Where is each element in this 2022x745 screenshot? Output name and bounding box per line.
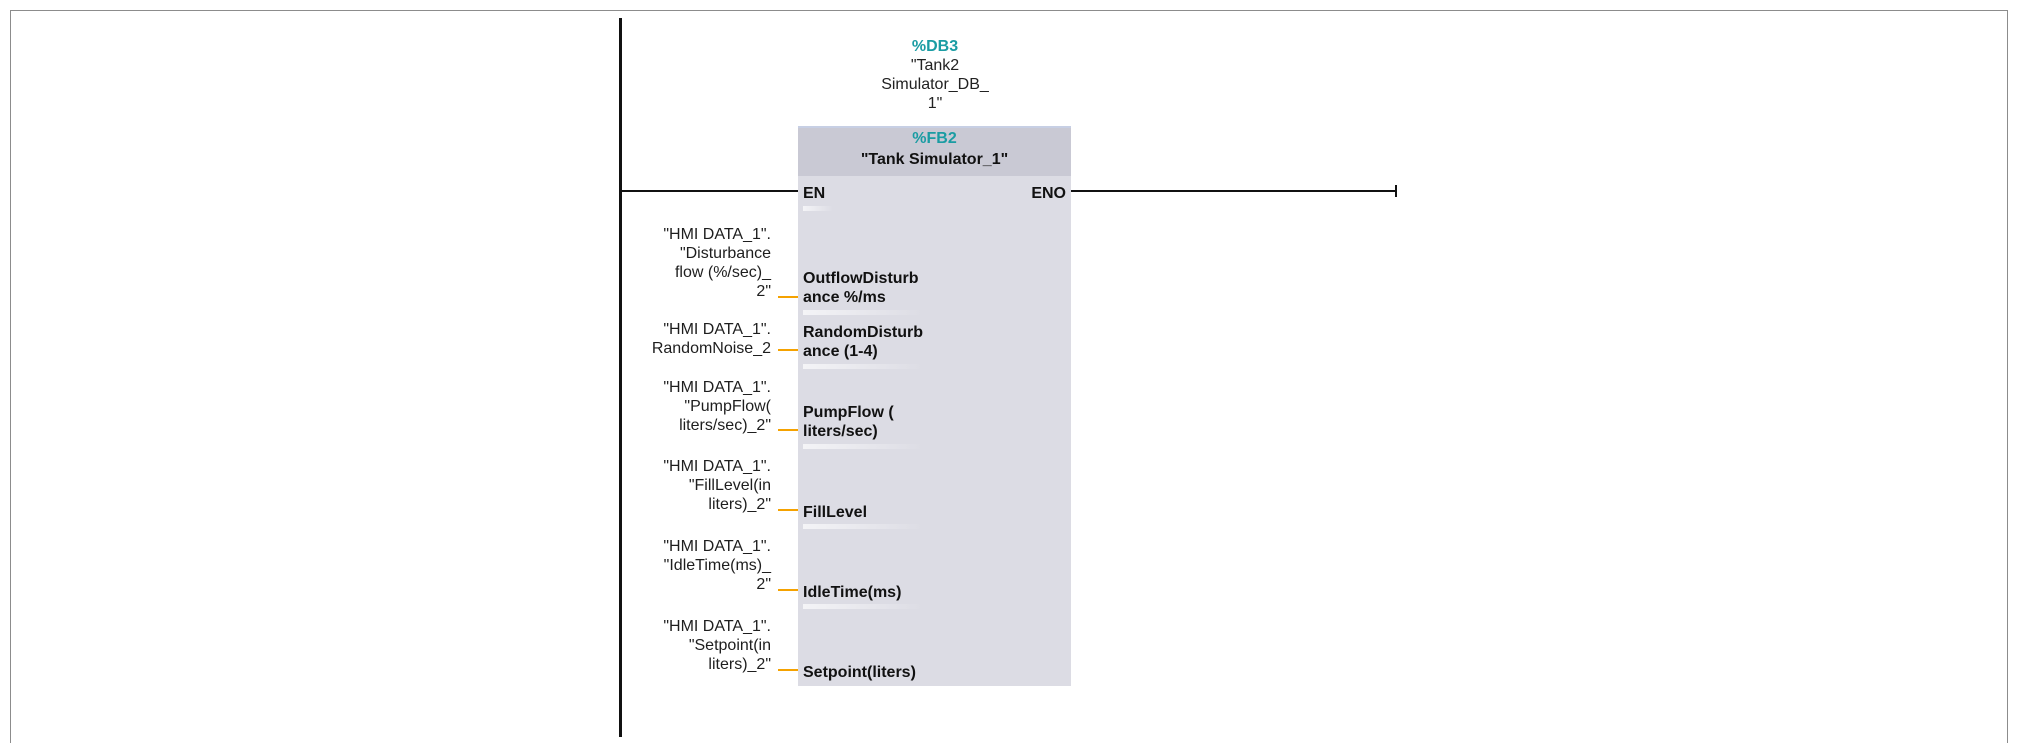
- pin-label-line: IdleTime(ms): [803, 584, 902, 601]
- operand-line: liters)_2": [708, 496, 771, 513]
- operand-line: "PumpFlow(: [684, 398, 771, 415]
- eno-pin[interactable]: ENO: [1031, 185, 1066, 202]
- input-wire-stub: [778, 349, 798, 351]
- input-pin-setpoint[interactable]: Setpoint(liters): [803, 663, 943, 682]
- operand-line: "HMI DATA_1".: [663, 538, 771, 555]
- input-pin-pump-flow[interactable]: PumpFlow ( liters/sec): [803, 403, 943, 441]
- operand-line: "HMI DATA_1".: [663, 321, 771, 338]
- input-wire-stub: [778, 429, 798, 431]
- operand-line: "Setpoint(in: [688, 637, 771, 654]
- input-pin-fill-level[interactable]: FillLevel: [803, 503, 943, 522]
- operand-line: "HMI DATA_1".: [663, 618, 771, 635]
- input-wire-stub: [778, 296, 798, 298]
- pin-label-line: liters/sec): [803, 423, 878, 440]
- input-wire-stub: [778, 669, 798, 671]
- power-rail: [619, 18, 622, 737]
- network-frame: [10, 10, 2008, 743]
- operand-idle-time[interactable]: "HMI DATA_1". "IdleTime(ms)_ 2": [663, 537, 771, 594]
- instance-db-label[interactable]: %DB3 "Tank2 Simulator_DB_ 1": [855, 37, 1015, 113]
- pin-underline: [803, 310, 923, 315]
- pin-label-line: PumpFlow (: [803, 404, 894, 421]
- pin-label-line: OutflowDisturb: [803, 270, 919, 287]
- function-block[interactable]: %FB2 "Tank Simulator_1" EN ENO OutflowDi…: [798, 126, 1071, 686]
- pin-underline: [803, 524, 923, 529]
- block-address: %FB2: [912, 130, 957, 147]
- instance-db-name-line: "Tank2: [910, 57, 960, 74]
- operand-line: "FillLevel(in: [688, 477, 771, 494]
- input-wire-stub: [778, 589, 798, 591]
- pin-underline: [803, 444, 923, 449]
- pin-label-line: Setpoint(liters): [803, 664, 916, 681]
- en-pin-bar: [803, 206, 833, 211]
- operand-pump-flow[interactable]: "HMI DATA_1". "PumpFlow( liters/sec)_2": [663, 378, 771, 435]
- en-pin[interactable]: EN: [803, 185, 826, 202]
- instance-db-address: %DB3: [911, 38, 959, 55]
- eno-wire-end: [1395, 185, 1397, 197]
- operand-line: 2": [756, 283, 771, 300]
- pin-underline: [803, 604, 923, 609]
- pin-label-line: FillLevel: [803, 504, 868, 521]
- eno-wire: [1071, 190, 1397, 192]
- operand-line: "Disturbance: [679, 245, 771, 262]
- operand-random-noise[interactable]: "HMI DATA_1". RandomNoise_2: [652, 320, 771, 358]
- operand-line: "HMI DATA_1".: [663, 458, 771, 475]
- input-wire-stub: [778, 509, 798, 511]
- operand-line: flow (%/sec)_: [674, 264, 771, 281]
- instance-db-name-line: Simulator_DB_: [881, 76, 989, 93]
- pin-label-line: RandomDisturb: [803, 324, 923, 341]
- input-pin-outflow-disturbance[interactable]: OutflowDisturb ance %/ms: [803, 269, 943, 307]
- operand-line: 2": [756, 576, 771, 593]
- operand-line: liters/sec)_2": [679, 417, 771, 434]
- en-wire: [622, 190, 798, 192]
- input-pin-random-disturbance[interactable]: RandomDisturb ance (1-4): [803, 323, 943, 361]
- block-title: "Tank Simulator_1": [860, 151, 1009, 168]
- operand-disturbance-flow[interactable]: "HMI DATA_1". "Disturbance flow (%/sec)_…: [663, 225, 771, 301]
- operand-fill-level[interactable]: "HMI DATA_1". "FillLevel(in liters)_2": [663, 457, 771, 514]
- input-pin-idle-time[interactable]: IdleTime(ms): [803, 583, 943, 602]
- pin-label-line: ance (1-4): [803, 343, 878, 360]
- operand-line: "HMI DATA_1".: [663, 226, 771, 243]
- pin-label-line: ance %/ms: [803, 289, 886, 306]
- operand-line: "HMI DATA_1".: [663, 379, 771, 396]
- block-header: %FB2 "Tank Simulator_1": [798, 128, 1071, 176]
- operand-line: "IdleTime(ms)_: [663, 557, 771, 574]
- instance-db-name-line: 1": [927, 95, 943, 112]
- pin-underline: [803, 364, 923, 369]
- operand-setpoint[interactable]: "HMI DATA_1". "Setpoint(in liters)_2": [663, 617, 771, 674]
- operand-line: RandomNoise_2: [651, 340, 771, 357]
- operand-line: liters)_2": [708, 656, 771, 673]
